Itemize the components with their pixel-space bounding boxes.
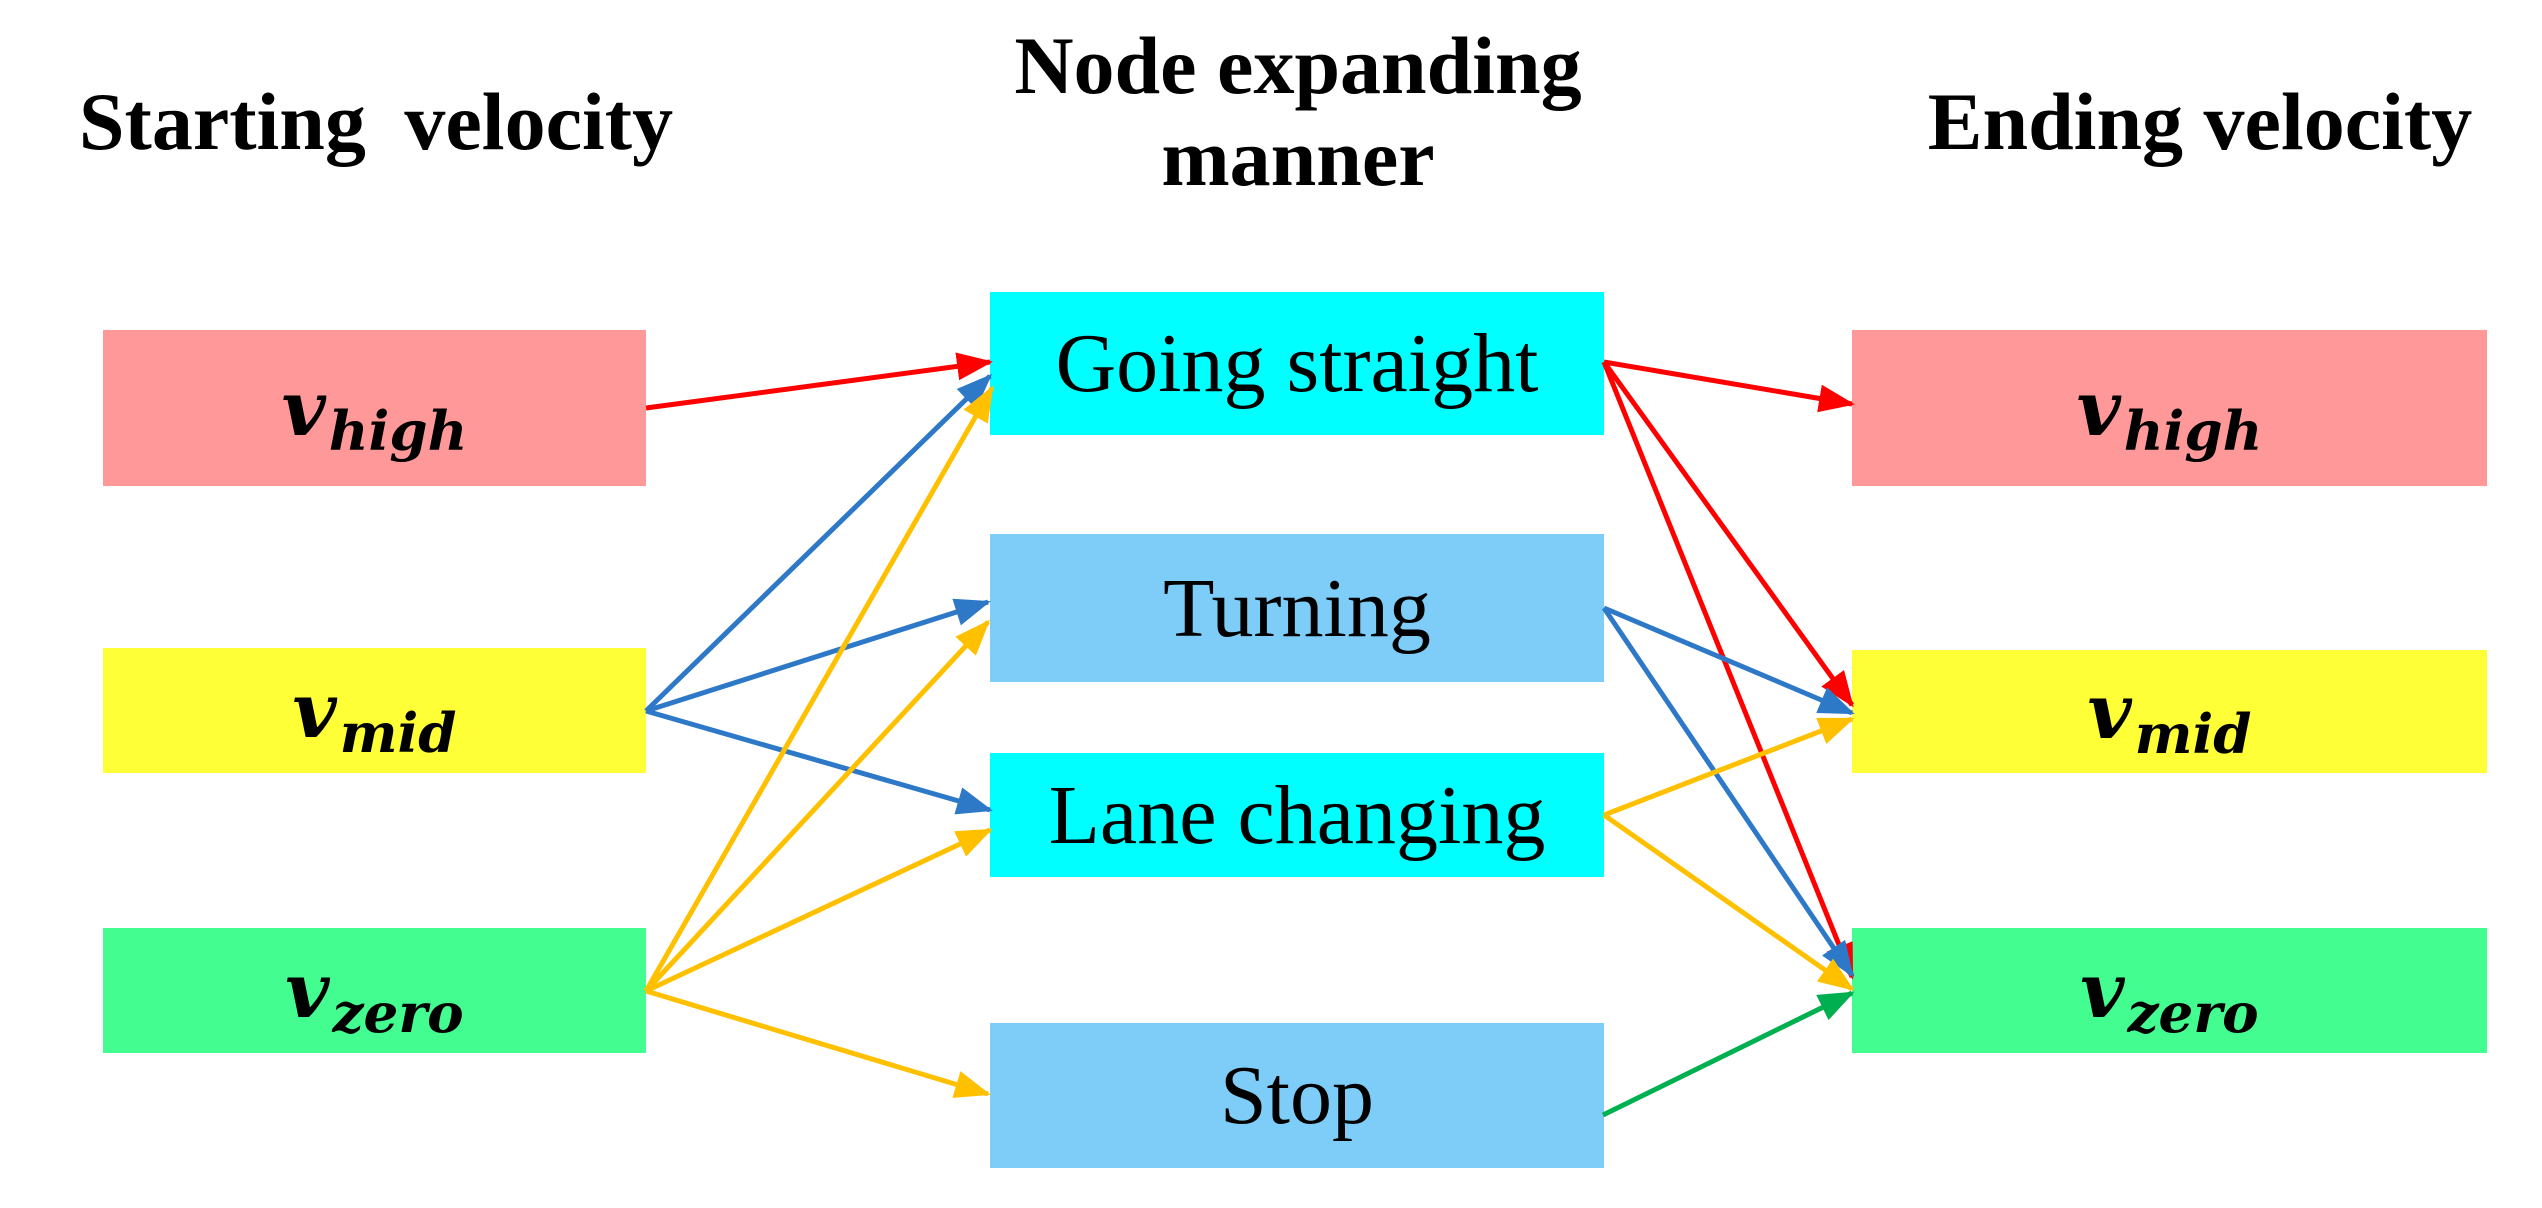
- v-subscript: high: [2123, 398, 2263, 463]
- node-end-v-high: vhigh: [1852, 330, 2487, 486]
- edge-turning-to-end-v-mid: [1603, 605, 1855, 716]
- edge-start-v-high-to-going-straight: [645, 352, 993, 411]
- node-label-start-v-mid: vmid: [292, 666, 456, 765]
- ending-velocity-title: Ending velocity: [1927, 76, 2473, 167]
- v-subscript: high: [328, 398, 468, 463]
- v-symbol: v: [2076, 363, 2121, 453]
- node-label-turning: Turning: [1163, 561, 1431, 655]
- node-label-start-v-zero: vzero: [285, 946, 463, 1045]
- edge-start-v-zero-to-turning: [644, 619, 991, 993]
- node-label-stop: Stop: [1219, 1049, 1375, 1142]
- v-subscript: mid: [339, 701, 457, 766]
- v-symbol: v: [2080, 946, 2125, 1035]
- edge-stop-to-end-v-zero: [1601, 990, 1855, 1118]
- node-label-start-v-high: vhigh: [281, 363, 468, 463]
- edge-going-straight-to-end-v-zero: [1601, 361, 1855, 980]
- v-subscript: mid: [2134, 702, 2252, 767]
- v-symbol: v: [281, 363, 326, 453]
- node-end-v-mid: vmid: [1852, 650, 2487, 773]
- v-symbol: v: [2087, 667, 2132, 756]
- edge-going-straight-to-end-v-mid: [1601, 360, 1855, 708]
- edge-start-v-zero-to-lane-changing: [644, 827, 993, 994]
- node-start-v-mid: vmid: [103, 648, 646, 773]
- v-subscript: zero: [2127, 981, 2259, 1046]
- node-turning: Turning: [990, 534, 1604, 682]
- edge-start-v-zero-to-stop: [645, 988, 991, 1098]
- node-label-end-v-mid: vmid: [2087, 667, 2251, 766]
- node-expanding-manner-title: Node expanding manner: [948, 20, 1648, 204]
- node-end-v-zero: vzero: [1852, 928, 2487, 1053]
- edge-lane-changing-to-end-v-zero: [1602, 812, 1855, 992]
- node-label-end-v-zero: vzero: [2080, 946, 2258, 1045]
- edge-start-v-mid-to-turning: [645, 598, 991, 714]
- edge-start-v-mid-to-going-straight: [644, 373, 993, 713]
- node-label-lane-changing: Lane changing: [1048, 768, 1546, 862]
- middle-title-line2: manner: [1161, 111, 1435, 203]
- node-going-straight: Going straight: [990, 292, 1604, 435]
- middle-title-line1: Node expanding: [1014, 20, 1582, 111]
- edge-lane-changing-to-end-v-mid: [1603, 716, 1855, 818]
- v-symbol: v: [292, 666, 337, 755]
- edge-going-straight-to-end-v-high: [1603, 359, 1855, 413]
- v-symbol: v: [285, 946, 330, 1035]
- edge-start-v-mid-to-lane-changing: [645, 708, 993, 815]
- node-start-v-high: vhigh: [103, 330, 646, 486]
- starting-velocity-title: Starting velocity: [78, 76, 674, 167]
- node-label-going-straight: Going straight: [1055, 317, 1539, 410]
- node-label-end-v-high: vhigh: [2076, 363, 2263, 463]
- node-lane-changing: Lane changing: [990, 753, 1604, 877]
- node-start-v-zero: vzero: [103, 928, 646, 1053]
- node-stop: Stop: [990, 1023, 1604, 1168]
- v-subscript: zero: [332, 981, 464, 1046]
- edge-start-v-zero-to-going-straight: [643, 385, 995, 993]
- edge-turning-to-end-v-zero: [1601, 606, 1855, 978]
